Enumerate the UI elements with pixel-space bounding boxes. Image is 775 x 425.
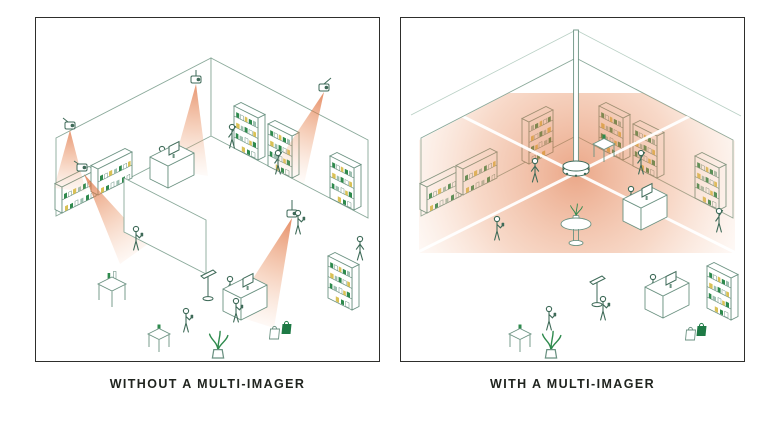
coverage-seam-lines — [419, 91, 735, 255]
illustration-frame-without — [35, 17, 380, 362]
bottle-table — [97, 271, 127, 308]
person-shopper-phone — [545, 305, 557, 331]
shopping-bag — [685, 326, 696, 341]
plant — [208, 330, 229, 359]
coverage-cones — [54, 84, 324, 328]
multi-imager-camera — [562, 29, 590, 177]
coverage-cone — [272, 92, 324, 184]
ceiling-lines — [410, 29, 742, 117]
cameras — [62, 70, 332, 218]
person-shopper-phone — [182, 307, 194, 333]
caption-with-multi-imager: WITH A MULTI-IMAGER — [490, 377, 655, 391]
security-camera-icon — [190, 75, 202, 84]
security-camera-icon — [64, 121, 76, 130]
person-shopper-phone — [599, 295, 611, 321]
coverage-cone — [84, 174, 148, 264]
comparison-figure: WITHOUT A MULTI-IMAGER — [35, 17, 745, 391]
shelf-unit — [327, 252, 360, 311]
low-table — [508, 324, 532, 353]
person-shopper-phone — [294, 209, 306, 235]
room-walls — [55, 57, 369, 219]
low-table — [147, 324, 171, 353]
panel-without-multi-imager: WITHOUT A MULTI-IMAGER — [35, 17, 380, 391]
shelf-unit — [706, 262, 739, 321]
illustration-frame-with — [400, 17, 745, 362]
person-shopper — [355, 235, 365, 261]
coverage-quadrant — [419, 93, 576, 253]
coverage-cone — [54, 130, 86, 192]
panel-with-multi-imager: WITH A MULTI-IMAGER — [400, 17, 745, 391]
ceiling-pole — [573, 29, 579, 165]
shopping-bag-green — [281, 320, 292, 335]
store-scene-without — [54, 57, 369, 359]
shopping-bag — [269, 325, 280, 340]
plant — [541, 330, 562, 359]
caption-without-multi-imager: WITHOUT A MULTI-IMAGER — [109, 377, 306, 391]
security-camera-icon — [318, 83, 330, 92]
shopping-bag-green — [696, 322, 707, 337]
store-scene-with — [410, 29, 742, 359]
display-stand — [200, 269, 217, 302]
display-table — [560, 203, 592, 247]
coverage-quadrant — [576, 93, 735, 253]
security-camera-icon — [76, 163, 88, 172]
